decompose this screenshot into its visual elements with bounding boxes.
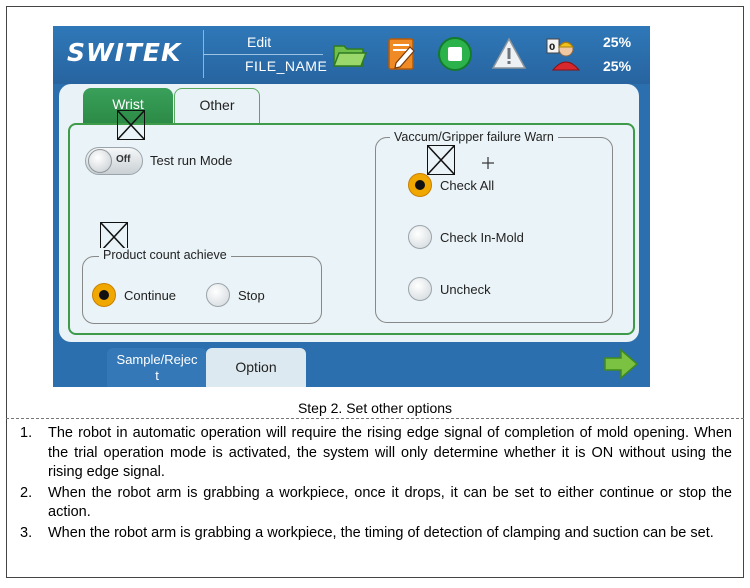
- next-arrow-icon[interactable]: [603, 348, 639, 380]
- tab-other[interactable]: Other: [174, 88, 260, 124]
- options-content: [68, 123, 635, 335]
- radio-check-in-mold[interactable]: [408, 225, 432, 249]
- warning-icon[interactable]: [491, 36, 527, 72]
- file-name-label: FILE_NAME: [245, 58, 328, 74]
- radio-check-in-mold-label: Check In-Mold: [440, 230, 524, 245]
- radio-uncheck-label: Uncheck: [440, 282, 491, 297]
- note-number: 3.: [20, 524, 33, 541]
- mode-divider: [203, 54, 323, 55]
- note-text: When the robot arm is grabbing a workpie…: [48, 484, 732, 521]
- x-marker: [427, 145, 455, 175]
- stop-icon[interactable]: [437, 36, 473, 72]
- section-divider: [6, 418, 744, 419]
- svg-text:0: 0: [549, 43, 555, 53]
- radio-continue-label: Continue: [124, 288, 177, 303]
- notes-list: 1. The robot in automatic operation will…: [20, 424, 732, 544]
- product-count-title: Product count achieve: [99, 248, 231, 262]
- radio-uncheck[interactable]: [408, 277, 432, 301]
- toggle-knob: [88, 149, 112, 173]
- folder-icon[interactable]: [331, 36, 368, 72]
- hmi-screenshot: SWITEK Edit FILE_NAME: [53, 26, 650, 387]
- list-item: 3. When the robot arm is grabbing a work…: [20, 524, 732, 544]
- tab-sample-reject-label-2: t: [155, 368, 159, 383]
- x-marker: [117, 110, 145, 140]
- tab-option[interactable]: Option: [206, 348, 306, 387]
- note-text: When the robot arm is grabbing a workpie…: [48, 524, 714, 541]
- percent-bottom: 25%: [603, 58, 632, 74]
- radio-stop-label: Stop: [238, 288, 265, 303]
- toggle-state: Off: [116, 154, 131, 165]
- tab-sample-reject-label: Sample/Rejec: [116, 352, 198, 367]
- test-run-label: Test run Mode: [150, 153, 233, 168]
- tab-sample-reject[interactable]: Sample/Rejec t: [107, 348, 207, 387]
- vacuum-warn-title: Vaccum/Gripper failure Warn: [390, 130, 558, 144]
- product-count-group: [82, 256, 322, 324]
- user-icon[interactable]: 0: [545, 36, 581, 72]
- document-frame: [6, 6, 744, 578]
- radio-check-all-label: Check All: [440, 178, 495, 193]
- list-item: 1. The robot in automatic operation will…: [20, 424, 732, 483]
- cursor-crosshair-icon: [482, 156, 494, 169]
- radio-check-all[interactable]: [408, 173, 432, 197]
- list-item: 2. When the robot arm is grabbing a work…: [20, 484, 732, 523]
- figure-caption: Step 2. Set other options: [297, 400, 453, 416]
- note-number: 2.: [20, 484, 33, 501]
- percent-top: 25%: [603, 34, 632, 50]
- mode-label: Edit: [247, 34, 272, 50]
- edit-icon[interactable]: [384, 36, 420, 72]
- tab-wrist[interactable]: Wrist: [83, 88, 173, 124]
- test-run-toggle[interactable]: Off: [85, 147, 143, 175]
- note-text: The robot in automatic operation will re…: [48, 425, 732, 480]
- brand-logo: SWITEK: [67, 38, 182, 67]
- note-number: 1.: [20, 425, 33, 441]
- radio-stop[interactable]: [206, 283, 230, 307]
- radio-continue[interactable]: [92, 283, 116, 307]
